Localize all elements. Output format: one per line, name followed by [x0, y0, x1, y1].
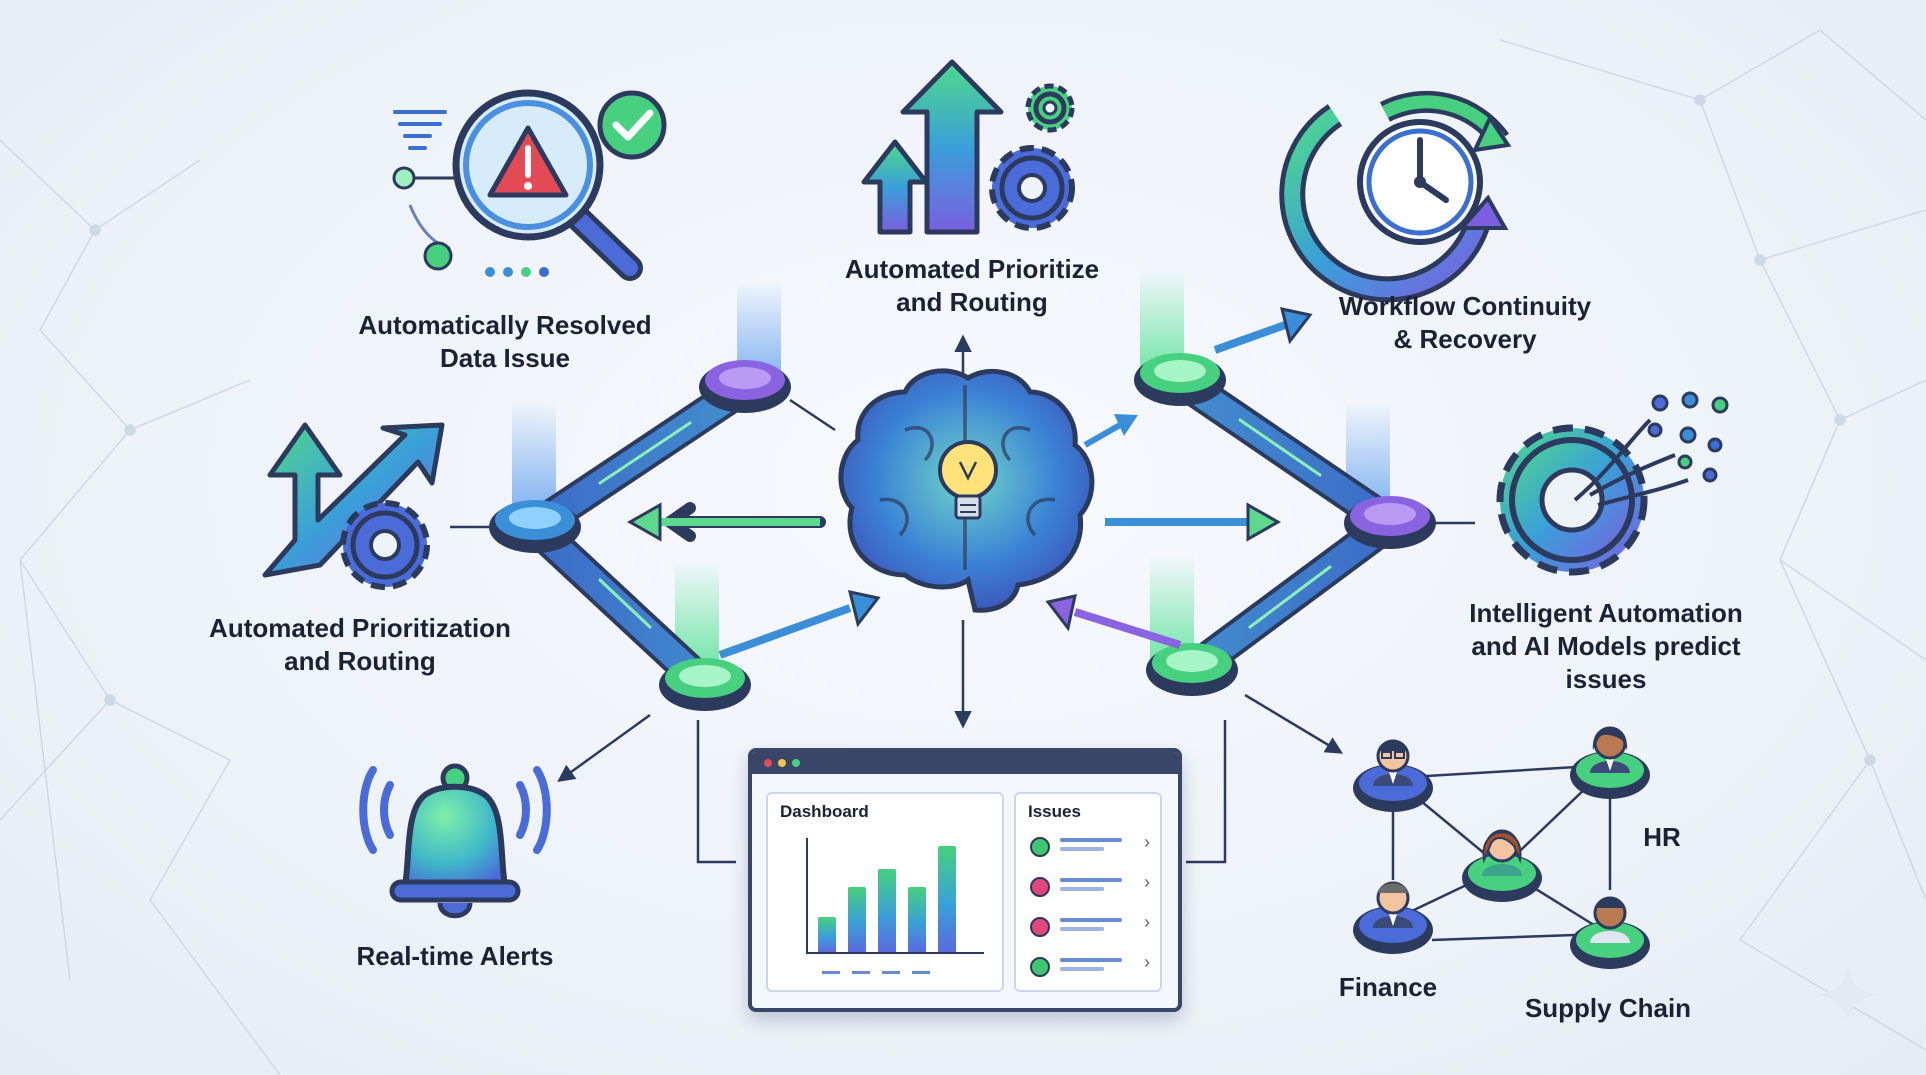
check-badge-icon: [597, 90, 667, 160]
flow-arrows: [626, 307, 1313, 659]
issues-panel-title: Issues: [1028, 802, 1081, 821]
connector-lines: [450, 334, 1475, 864]
beam-left: [512, 400, 556, 510]
label-finance: Finance: [1338, 972, 1438, 1002]
ai-gear-icon: [1496, 391, 1729, 576]
chevron-right-icon: ›: [1144, 832, 1150, 852]
magnifier-alert-icon: [392, 89, 643, 281]
window-minimize-dot: [778, 759, 786, 767]
pipeline-network: [489, 353, 1436, 711]
issues-panel: Issues › › › ›: [1014, 792, 1162, 992]
pipeline-node: [1344, 496, 1436, 549]
window-close-dot: [764, 759, 772, 767]
chevron-right-icon: ›: [1144, 912, 1150, 932]
pipeline-node: [489, 500, 581, 553]
dashboard-bar: [848, 887, 866, 952]
person-avatar: [1353, 881, 1433, 954]
pipeline-node: [659, 658, 751, 711]
dashboard-bar: [908, 887, 926, 952]
person-avatar: [1353, 739, 1433, 812]
person-avatar: [1570, 726, 1650, 799]
clock-cycle-icon: [1279, 90, 1512, 303]
growth-gear-icon: [262, 422, 445, 590]
chevron-right-icon: ›: [1144, 952, 1150, 972]
sparkle-icon: [1818, 965, 1878, 1025]
dashboard-bar: [878, 869, 896, 952]
issue-row[interactable]: ›: [1030, 872, 1150, 898]
issue-row[interactable]: ›: [1030, 912, 1150, 938]
chart-y-axis: [806, 838, 808, 952]
dashboard-bar: [938, 846, 956, 952]
issue-status-dot: [1030, 917, 1050, 937]
label-hr: HR: [1643, 822, 1681, 852]
person-avatar: [1570, 896, 1650, 969]
window-maximize-dot: [792, 759, 800, 767]
brain-bulb-icon: [838, 368, 1095, 613]
person-avatar: [1462, 829, 1542, 902]
chevron-right-icon: ›: [1144, 872, 1150, 892]
issue-row[interactable]: ›: [1030, 832, 1150, 858]
label-workflow-continuity: Workflow Continuity& Recovery: [1338, 291, 1592, 354]
pipeline-node: [1146, 643, 1238, 696]
light-beams: [512, 270, 1390, 665]
issue-status-dot: [1030, 957, 1050, 977]
label-real-time-alerts: Real-time Alerts: [356, 941, 554, 971]
issue-row[interactable]: ›: [1030, 952, 1150, 978]
dashboard-bar: [818, 917, 836, 952]
chart-x-axis: [806, 952, 984, 954]
arrows-gear-icon: [861, 59, 1075, 235]
label-supply-chain: Supply Chain: [1524, 993, 1692, 1023]
pipeline-node: [699, 360, 791, 413]
issue-status-dot: [1030, 877, 1050, 897]
pipeline-node: [1134, 353, 1226, 406]
dashboard-panel: Dashboard: [766, 792, 1004, 992]
dashboard-window: Dashboard Issues › › › ›: [748, 748, 1182, 1012]
background-network: [0, 29, 1926, 1075]
window-titlebar: [752, 752, 1178, 774]
bell-icon: [359, 763, 551, 919]
issue-status-dot: [1030, 837, 1050, 857]
dashboard-panel-title: Dashboard: [780, 802, 869, 821]
people-network-icon: [1353, 726, 1650, 969]
